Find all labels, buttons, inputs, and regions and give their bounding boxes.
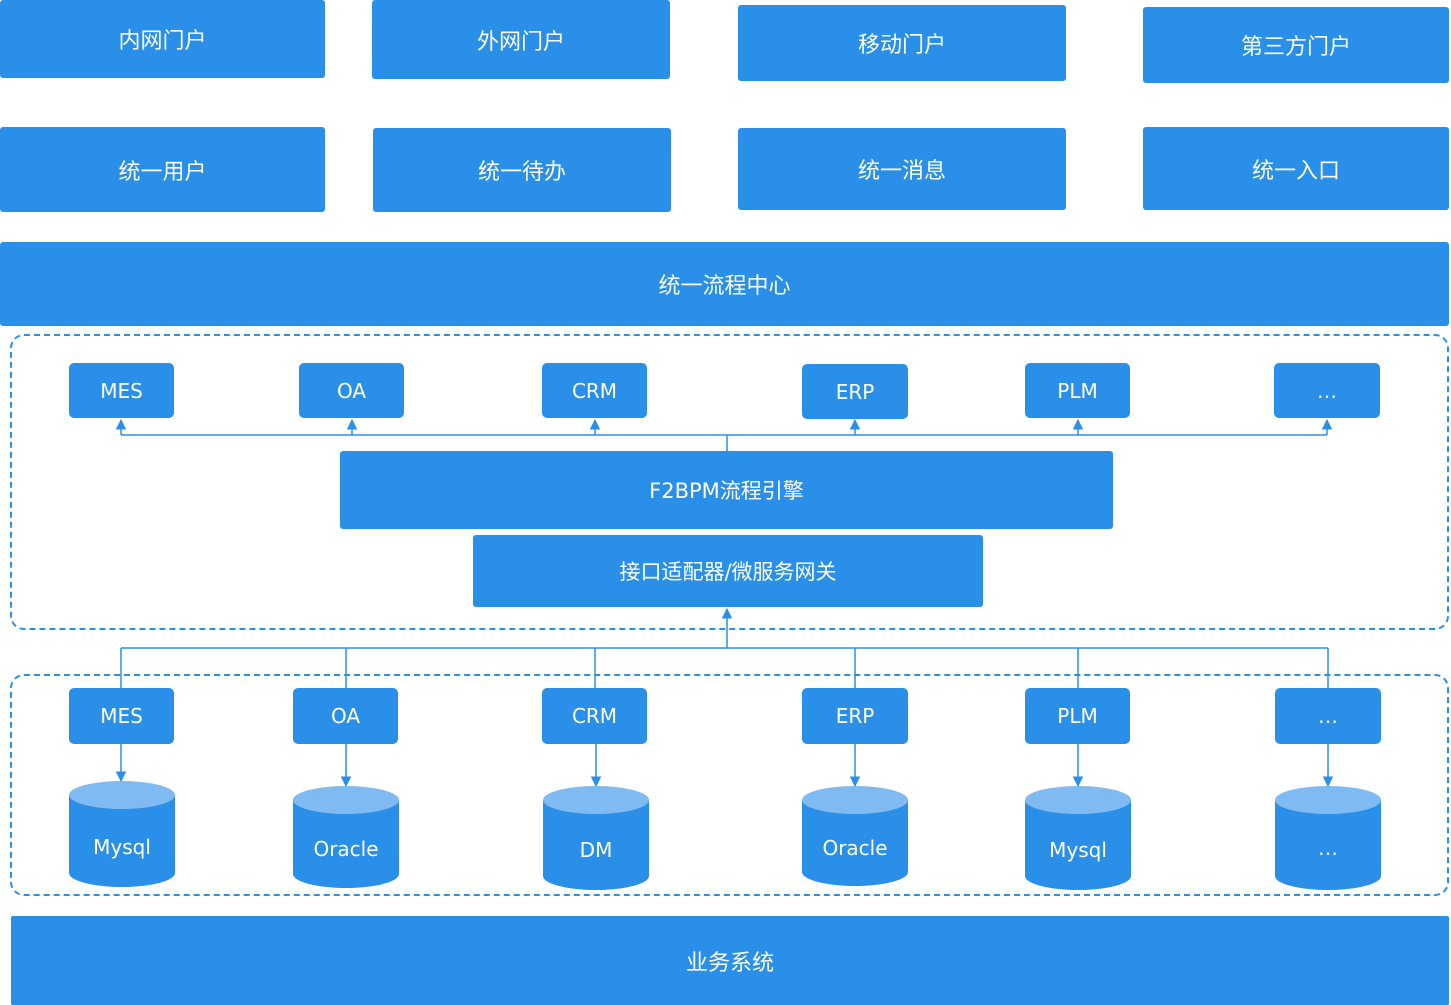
database-label: … — [1318, 836, 1338, 860]
unified-todo: 统一待办 — [373, 128, 671, 212]
database-label: Oracle — [822, 836, 888, 860]
top-system-oa: OA — [299, 363, 404, 418]
systems-region — [10, 674, 1449, 896]
system-plm: PLM — [1025, 688, 1130, 744]
system-erp: ERP — [802, 688, 908, 744]
top-system-crm: CRM — [542, 363, 647, 418]
interface-gateway: 接口适配器/微服务网关 — [473, 535, 983, 607]
system-mes: MES — [69, 688, 174, 744]
database-dm-icon: DM — [543, 786, 649, 890]
database-label: Oracle — [313, 837, 379, 861]
database-label: DM — [579, 838, 613, 862]
top-system-mes: MES — [69, 363, 174, 418]
process-center: 统一流程中心 — [0, 242, 1449, 326]
database-more-icon: … — [1275, 786, 1381, 890]
database-mysql-icon: Mysql — [1025, 786, 1131, 890]
system-oa: OA — [293, 688, 398, 744]
f2bpm-engine: F2BPM流程引擎 — [340, 451, 1113, 529]
portal-extranet: 外网门户 — [372, 0, 670, 79]
database-mysql-icon: Mysql — [69, 781, 175, 887]
unified-entry: 统一入口 — [1143, 127, 1449, 210]
unified-user: 统一用户 — [0, 127, 325, 212]
top-system-plm: PLM — [1025, 363, 1130, 418]
engine-region — [10, 334, 1449, 630]
portal-mobile: 移动门户 — [738, 5, 1066, 81]
system-crm: CRM — [542, 688, 647, 744]
database-label: Mysql — [93, 835, 151, 859]
database-label: Mysql — [1049, 838, 1107, 862]
system-more: … — [1275, 688, 1381, 744]
top-system-more: … — [1274, 363, 1380, 418]
business-system: 业务系统 — [11, 916, 1449, 1005]
database-oracle-icon: Oracle — [802, 786, 908, 886]
unified-message: 统一消息 — [738, 128, 1066, 210]
top-system-erp: ERP — [802, 364, 908, 419]
portal-intranet: 内网门户 — [0, 0, 325, 78]
database-oracle-icon: Oracle — [293, 786, 399, 888]
portal-third-party: 第三方门户 — [1143, 7, 1449, 83]
